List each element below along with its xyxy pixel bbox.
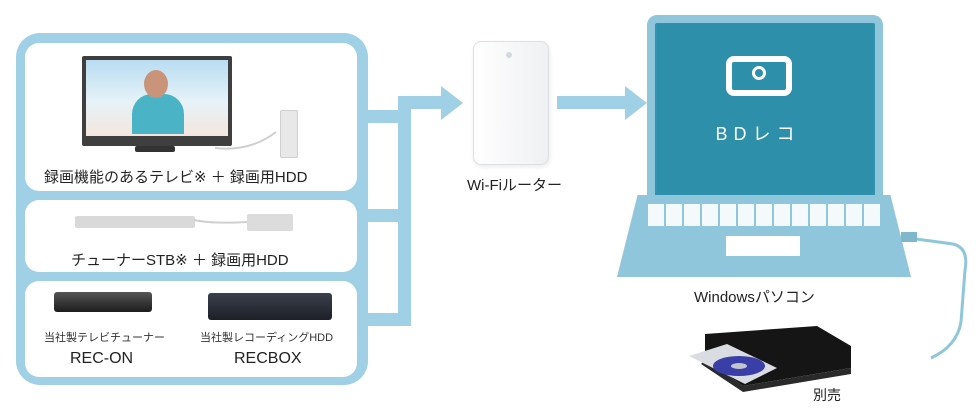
connector-router-to-pc (557, 96, 627, 109)
keyboard-icon (648, 204, 882, 226)
tv-person-head (144, 70, 168, 98)
tv-hdd-cable (214, 131, 277, 150)
tv-stand (135, 146, 175, 152)
tv-picture (86, 60, 228, 136)
app-name: BDレコ (715, 124, 801, 144)
rec-on-device-icon (54, 292, 152, 312)
recbox-name: RECBOX (234, 350, 302, 367)
tv-person-body (132, 94, 184, 134)
connector-stb (357, 209, 411, 222)
arrow-to-router-icon (441, 86, 463, 120)
tv-icon (82, 56, 232, 146)
usb-cable (901, 232, 968, 360)
router-indicator-icon (506, 52, 512, 58)
connector-products (357, 313, 411, 326)
router-label: Wi-Fiルーター (467, 177, 562, 194)
arrow-to-pc-icon (625, 86, 647, 120)
disc-hole (755, 69, 763, 77)
touchpad (726, 236, 800, 256)
wifi-router-icon (473, 41, 549, 165)
hdd-icon (247, 214, 293, 231)
stb-source-card (25, 200, 357, 272)
external-disc-drive-icon (689, 326, 851, 392)
rec-on-name: REC-ON (70, 350, 134, 367)
rec-on-maker-label: 当社製テレビチューナー (44, 332, 165, 344)
laptop-screen (657, 24, 873, 194)
pc-label: Windowsパソコン (694, 289, 815, 306)
bd-reco-app-icon (726, 56, 792, 96)
drive-label: 別売 (813, 387, 841, 403)
connector-trunk (398, 96, 411, 326)
hdd-icon (280, 110, 298, 158)
tv-caption: 録画機能のあるテレビ※ ＋ 録画用HDD (44, 169, 308, 186)
stb-caption: チューナーSTB※ ＋ 録画用HDD (71, 252, 289, 269)
connector-tv (357, 110, 411, 123)
connector-to-router (398, 96, 443, 109)
recbox-device-icon (208, 293, 332, 320)
stb-hdd-cable (193, 219, 249, 224)
stb-icon (75, 216, 195, 228)
recbox-maker-label: 当社製レコーディングHDD (200, 332, 334, 344)
